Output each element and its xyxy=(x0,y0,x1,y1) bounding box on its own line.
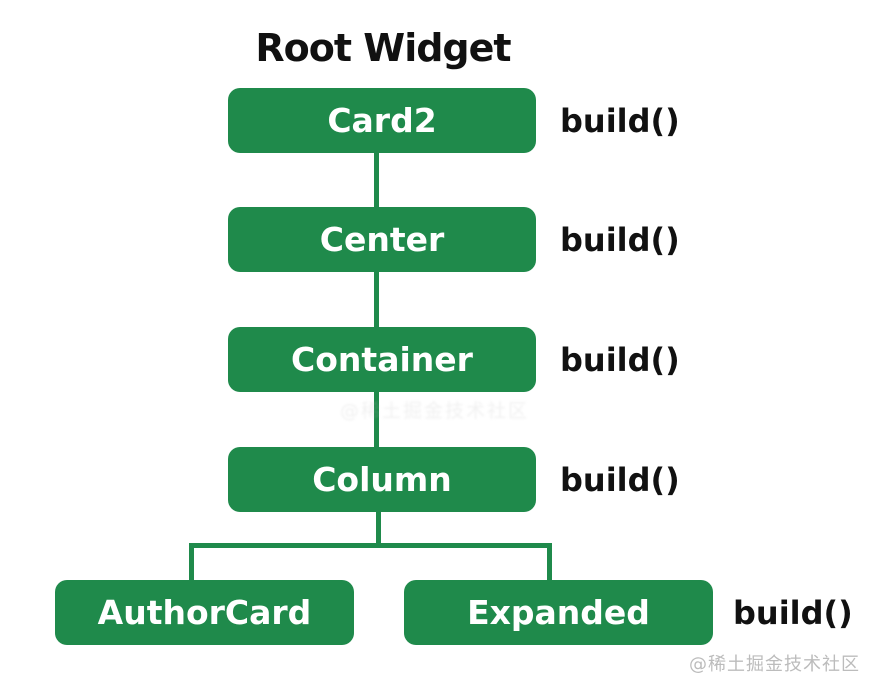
build-annotation-expanded: build() xyxy=(733,593,853,632)
connector-branch-authorcard xyxy=(189,543,194,582)
tree-node-authorcard: AuthorCard xyxy=(55,580,354,645)
node-label: Expanded xyxy=(467,593,650,632)
connector-branch-horizontal xyxy=(189,543,552,548)
watermark-ghost: @稀土掘金技术社区 xyxy=(340,400,530,422)
tree-node-center: Center xyxy=(228,207,536,272)
build-annotation-column: build() xyxy=(560,460,680,499)
connector-branch-expanded xyxy=(547,543,552,582)
node-label: Column xyxy=(312,460,452,499)
build-annotation-center: build() xyxy=(560,220,680,259)
tree-node-container: Container xyxy=(228,327,536,392)
diagram-title: Root Widget xyxy=(255,26,511,70)
tree-node-expanded: Expanded xyxy=(404,580,713,645)
node-label: AuthorCard xyxy=(97,593,312,632)
build-annotation-card2: build() xyxy=(560,101,680,140)
node-label: Card2 xyxy=(327,101,437,140)
connector-center-container xyxy=(374,271,379,329)
tree-node-column: Column xyxy=(228,447,536,512)
node-label: Center xyxy=(319,220,445,259)
connector-card2-center xyxy=(374,152,379,209)
connector-container-column xyxy=(374,391,379,449)
node-label: Container xyxy=(291,340,473,379)
build-annotation-container: build() xyxy=(560,340,680,379)
watermark: @稀土掘金技术社区 xyxy=(689,654,860,675)
connector-column-branch xyxy=(376,511,381,546)
tree-node-card2: Card2 xyxy=(228,88,536,153)
